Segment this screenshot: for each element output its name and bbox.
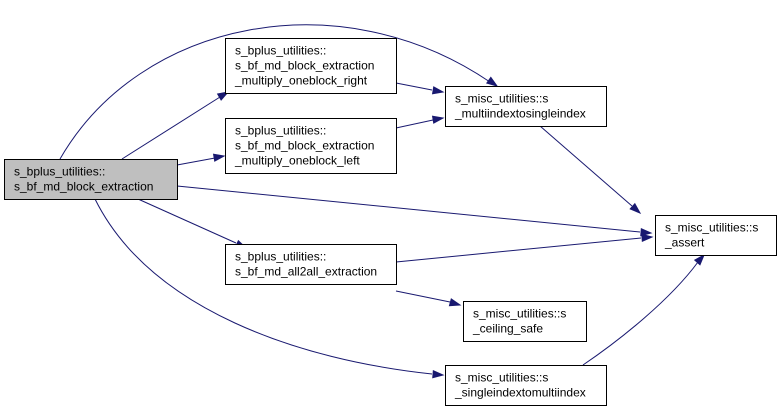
node-label-line: s_bplus_utilities:: (235, 124, 326, 138)
edge-arrowhead (485, 76, 499, 87)
node-label-line: s_bplus_utilities:: (235, 250, 326, 264)
edge-line (94, 198, 433, 375)
node-box (225, 244, 397, 285)
node-box (463, 301, 587, 342)
node-box (225, 118, 397, 174)
edge-arrowhead (432, 369, 445, 379)
node-label-line: s_bplus_utilities:: (235, 44, 326, 58)
node-ceiling[interactable]: s_misc_utilities::s_ceiling_safe (463, 301, 587, 342)
edges-layer (59, 24, 706, 379)
edge-line (395, 237, 642, 263)
node-all2all[interactable]: s_bplus_utilities::s_bf_md_all2all_extra… (225, 244, 397, 285)
edge-arrowhead (629, 202, 642, 215)
node-label-line: s_misc_utilities::s (455, 371, 548, 385)
edge-arrowhead (640, 227, 653, 237)
edge-line (395, 119, 434, 129)
edge-right-multi (395, 82, 445, 95)
edge-all2all-assert (395, 233, 654, 263)
edge-root-assert (176, 185, 653, 237)
edge-arrowhead (448, 298, 462, 307)
edge-arrowhead (212, 153, 226, 162)
edge-root-left (176, 153, 226, 166)
edge-line (121, 96, 221, 160)
node-label-line: s_bf_md_all2all_extraction (235, 265, 377, 279)
node-label-line: s_bf_md_block_extraction (235, 59, 374, 73)
edge-root-single (94, 198, 445, 379)
edge-line (176, 185, 641, 233)
node-box (445, 86, 607, 127)
node-left[interactable]: s_bplus_utilities::s_bf_md_block_extract… (225, 118, 397, 174)
node-label-line: s_bf_md_block_extraction (14, 180, 153, 194)
node-label-line: _multiply_oneblock_left (234, 154, 360, 168)
node-root: s_bplus_utilities::s_bf_md_block_extract… (4, 159, 178, 200)
edge-line (59, 24, 491, 160)
edge-line (395, 290, 451, 303)
node-label-line: s_misc_utilities::s (665, 221, 758, 235)
edge-single-assert (582, 253, 706, 366)
edge-left-multi (395, 115, 445, 129)
node-right[interactable]: s_bplus_utilities::s_bf_md_block_extract… (225, 38, 397, 94)
edge-line (582, 261, 699, 366)
node-label-line: _singleindextomultiindex (454, 386, 586, 400)
edge-arrowhead (641, 233, 654, 243)
edge-line (137, 198, 237, 244)
node-box (445, 365, 607, 406)
edge-line (395, 82, 433, 91)
edge-line (176, 157, 216, 166)
node-label-line: s_misc_utilities::s (473, 307, 566, 321)
edge-arrowhead (431, 115, 445, 124)
node-label-line: _ceiling_safe (472, 322, 543, 336)
node-label-line: _multiindextosingleindex (454, 107, 586, 121)
node-multi[interactable]: s_misc_utilities::s_multiindextosinglein… (445, 86, 607, 127)
node-label-line: _multiply_oneblock_right (234, 74, 368, 88)
edge-root-multi (59, 24, 499, 160)
node-assert[interactable]: s_misc_utilities::s_assert (655, 215, 777, 256)
edge-root-all2all (137, 198, 248, 249)
edge-all2all-ceiling (395, 290, 462, 307)
node-label-line: s_bplus_utilities:: (14, 165, 105, 179)
node-box (4, 159, 178, 200)
node-label-line: _assert (664, 236, 705, 250)
edge-arrowhead (431, 86, 445, 95)
node-single[interactable]: s_misc_utilities::s_singleindextomultiin… (445, 365, 607, 406)
node-label-line: s_bf_md_block_extraction (235, 139, 374, 153)
edge-line (539, 125, 633, 207)
node-box (655, 215, 777, 256)
edge-arrowhead (693, 253, 706, 266)
edge-multi-assert (539, 125, 642, 215)
edge-root-right (121, 91, 230, 160)
node-box (225, 38, 397, 94)
node-label-line: s_misc_utilities::s (455, 92, 548, 106)
edge-arrowhead (216, 91, 230, 101)
nodes-layer: s_bplus_utilities::s_bf_md_block_extract… (4, 38, 777, 406)
